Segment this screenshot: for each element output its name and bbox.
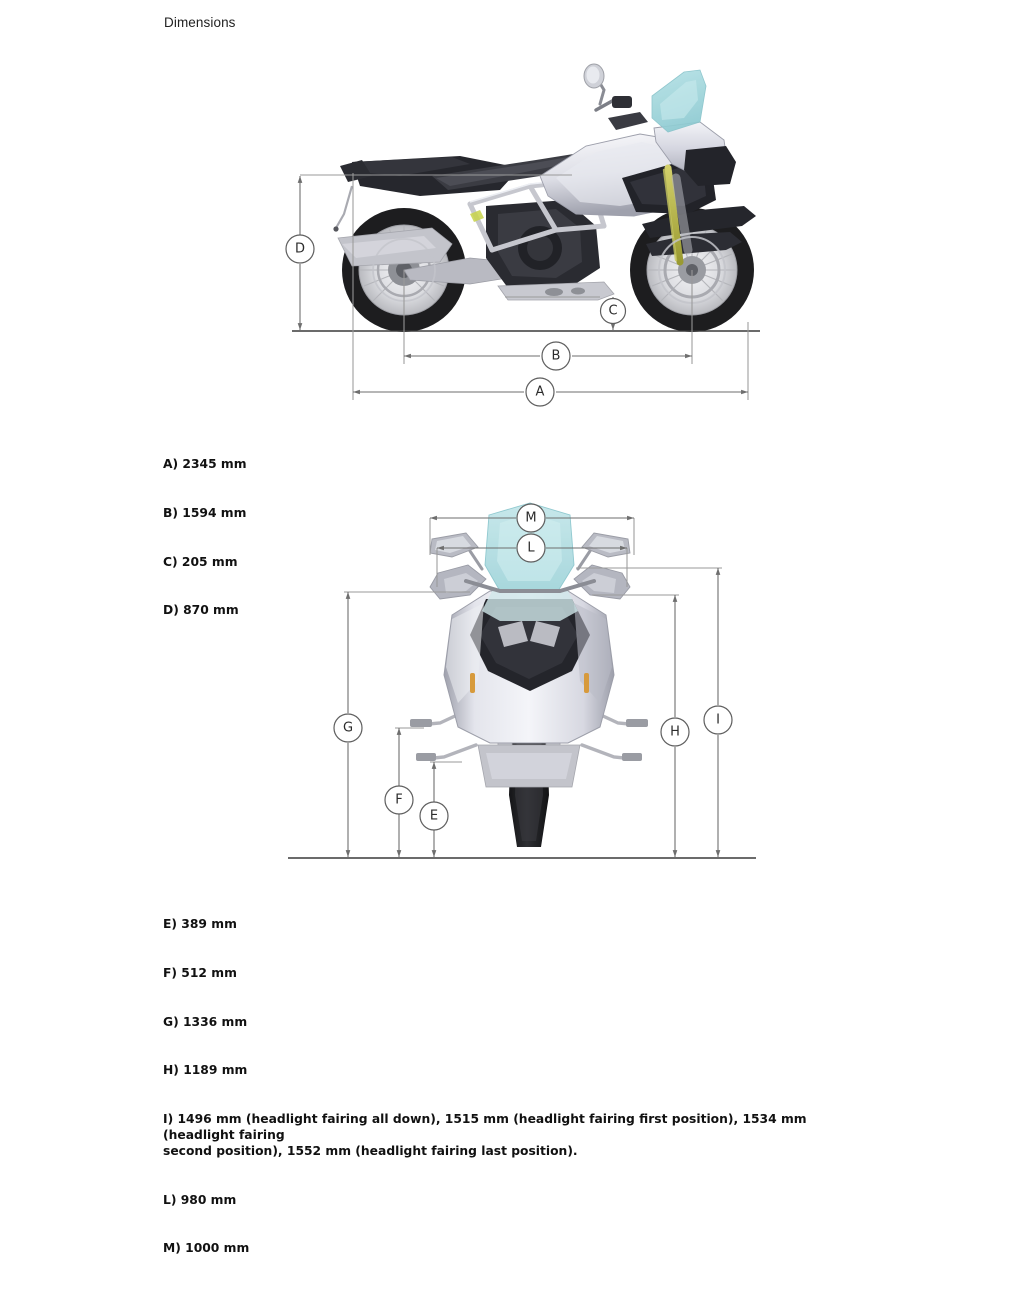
spec-f: F) 512 mm [163,966,237,981]
spec-i: I) 1496 mm (headlight fairing all down),… [163,1111,807,1159]
spec-a: A) 2345 mm [163,457,247,472]
spec-b: B) 1594 mm [163,506,247,521]
side-view-figure: D C B [285,63,760,407]
handlebar-mirror-side [583,63,648,130]
callout-F: F [384,785,414,815]
side-view-dimensions: D C B [285,173,760,407]
callout-G-label: G [343,721,353,736]
callout-L: L [516,533,546,563]
specs-list-top: A) 2345 mm B) 1594 mm C) 205 mm D) 870 m… [163,424,583,651]
spec-h: H) 1189 mm [163,1063,248,1078]
callout-A-label: A [536,385,545,400]
footpeg-brackets [410,719,648,761]
callout-D: D [285,234,315,264]
spec-d: D) 870 mm [163,603,239,618]
callout-E: E [419,801,449,831]
handlebar [464,579,596,593]
callout-F-label: F [395,793,402,808]
front-view-dimensions: M L I H [288,503,756,859]
mirror-right [576,532,631,571]
callout-C-label: C [608,304,617,319]
spec-e: E) 389 mm [163,917,237,932]
callout-M-label: M [525,511,536,526]
callout-H: H [660,717,690,747]
document-page: Dimensions [163,15,807,1256]
mirror-left [429,532,484,571]
callout-H-label: H [670,725,680,740]
callout-C: C [599,297,627,325]
spec-c: C) 205 mm [163,554,238,569]
front-view-figure: M L I H [288,502,756,859]
callout-M: M [516,503,546,533]
callout-A: A [525,377,555,407]
spec-g: G) 1336 mm [163,1014,248,1029]
front-fork [664,164,684,266]
page-title: Dimensions [164,15,236,30]
specs-list-bottom: E) 389 mm F) 512 mm G) 1336 mm H) 1189 m… [163,884,875,1289]
callout-I-label: I [716,713,720,728]
callout-L-label: L [527,541,535,556]
spec-m: M) 1000 mm [163,1241,250,1256]
callout-B: B [541,341,571,371]
callout-D-label: D [295,242,305,257]
motorcycle-side-illustration [333,63,756,332]
callout-B-label: B [552,349,561,364]
spec-l: L) 980 mm [163,1192,237,1207]
callout-E-label: E [430,809,438,824]
callout-G: G [333,713,363,743]
motorcycle-front-illustration [410,502,648,847]
callout-I: I [703,705,733,735]
